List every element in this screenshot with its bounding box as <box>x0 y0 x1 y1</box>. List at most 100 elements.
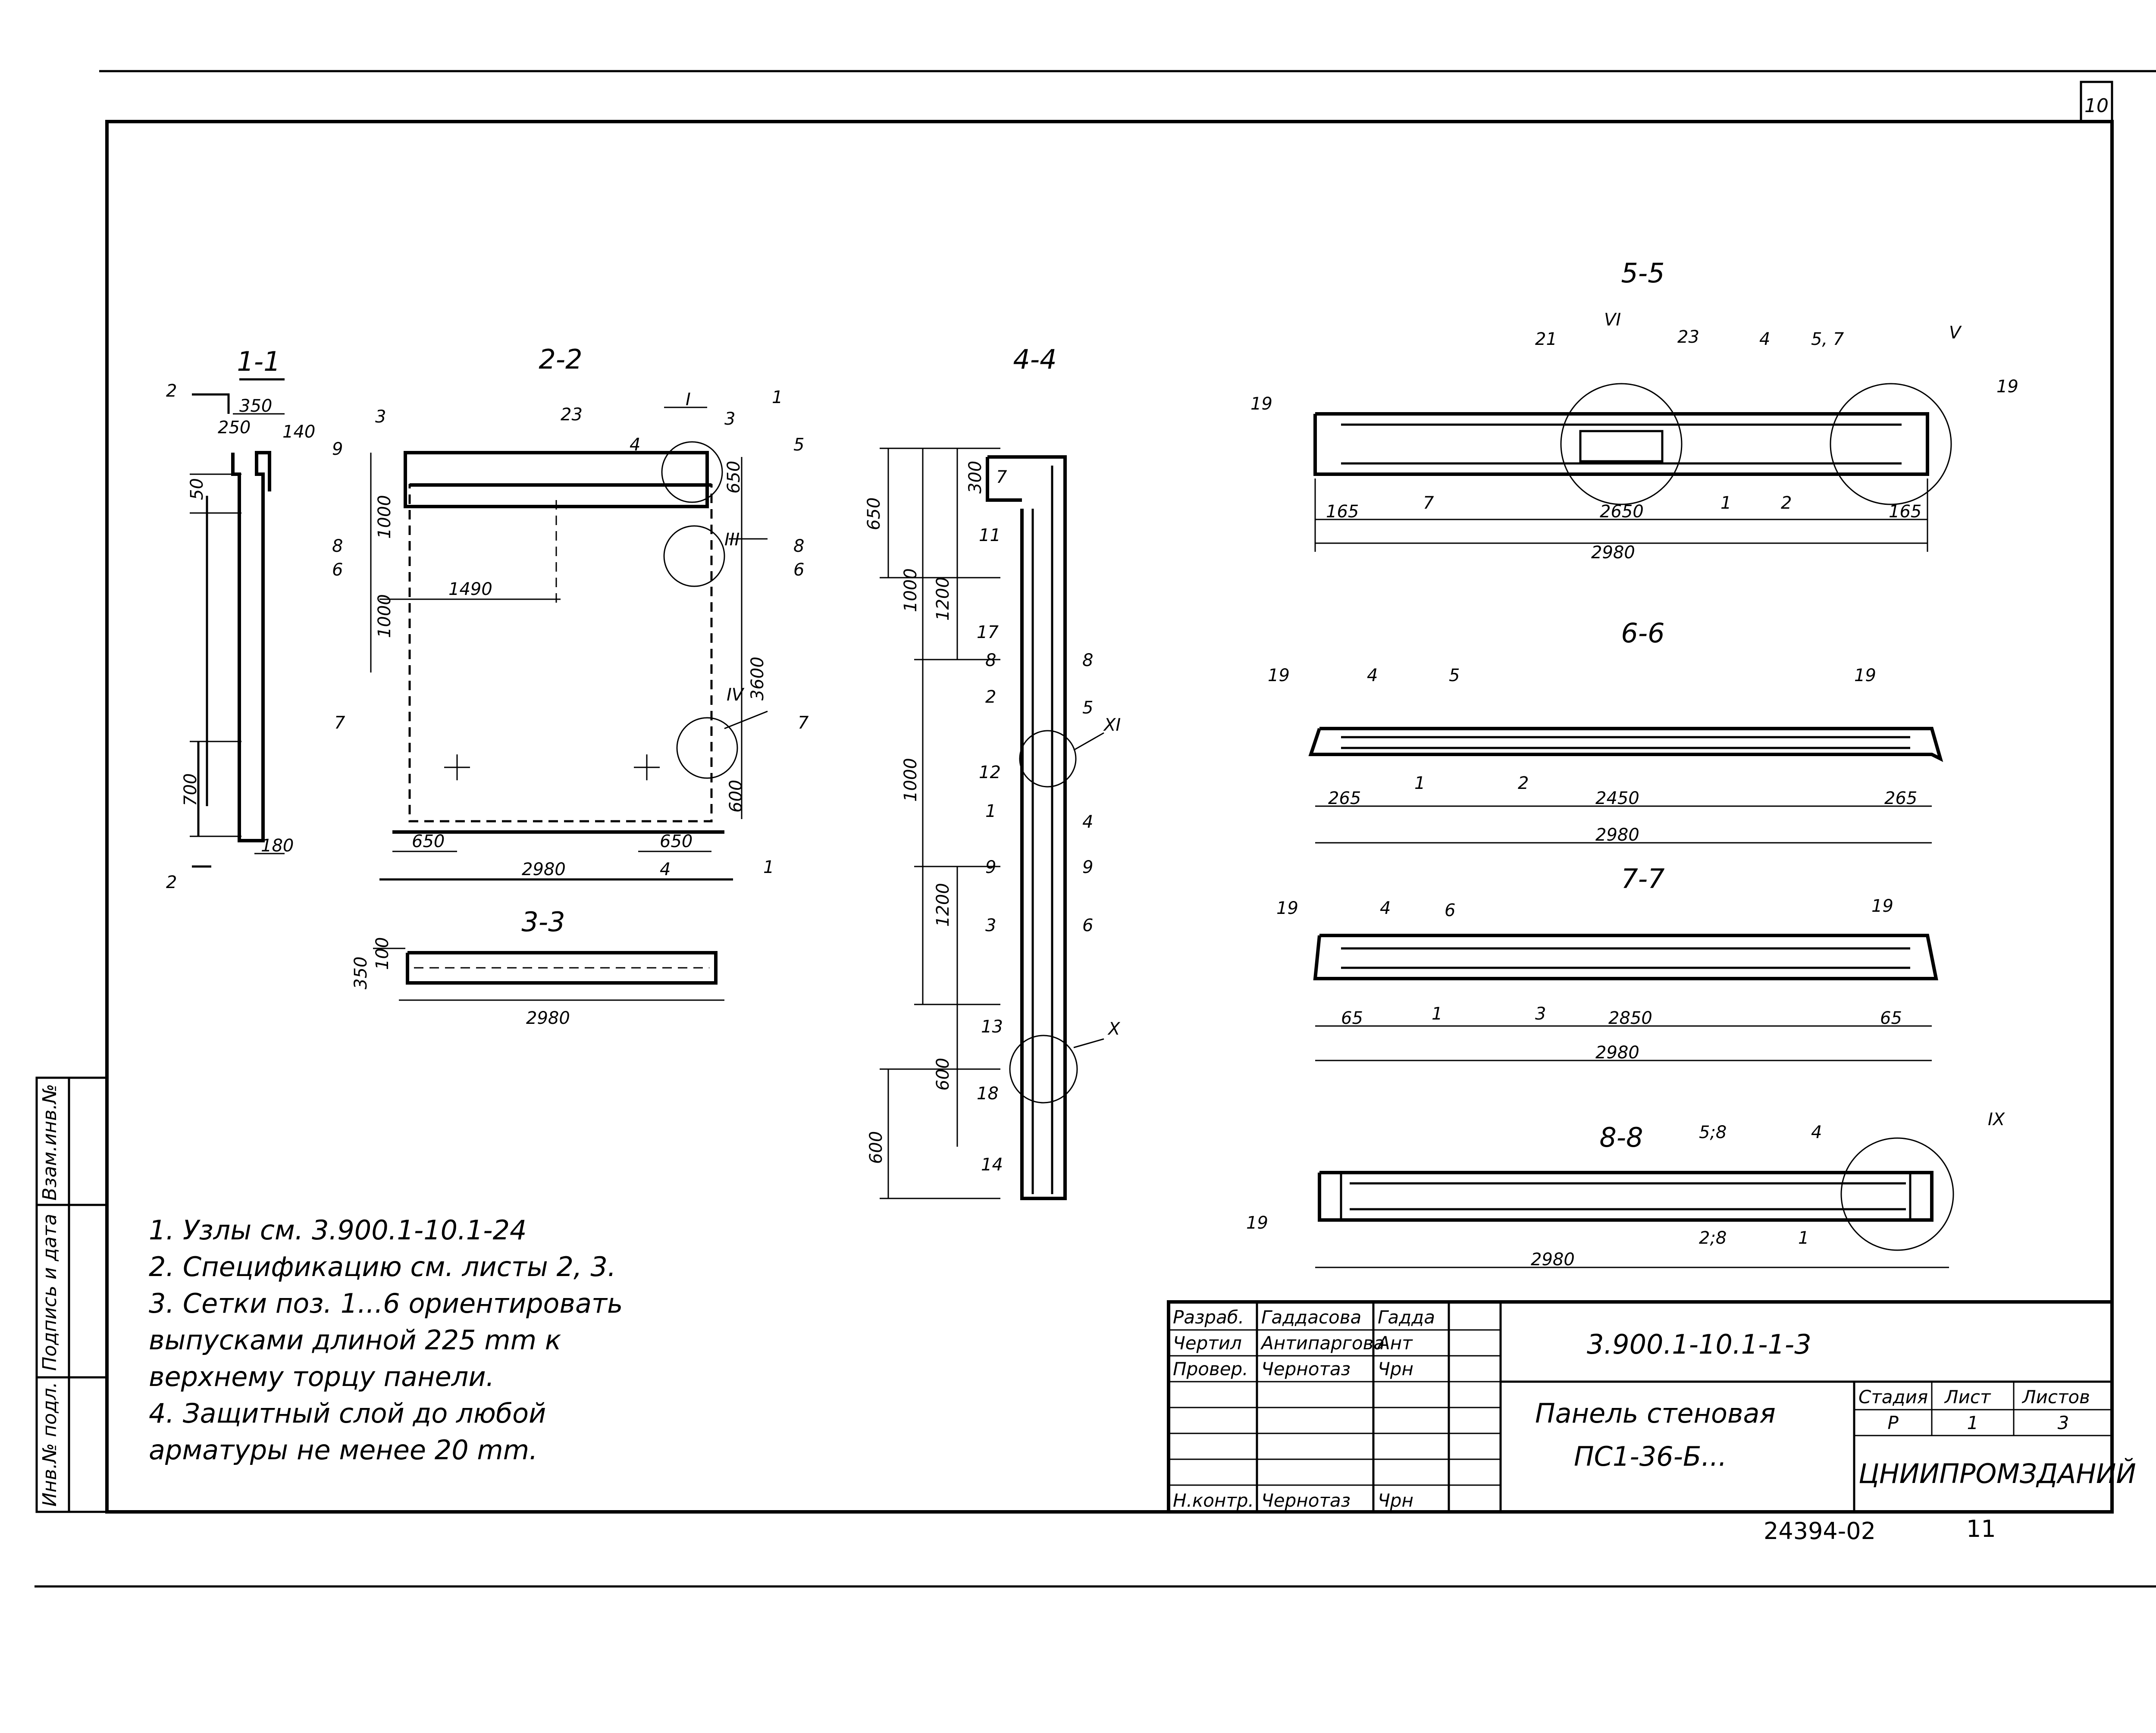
cut-mark-bottom: 2 <box>166 873 177 892</box>
dim-600: 600 <box>726 780 746 813</box>
pos-14: 14 <box>981 1155 1003 1175</box>
cut-7-right: 7 <box>798 713 809 733</box>
note-line-1: 1. Узлы см. 3.900.1-10.1-24 <box>149 1214 527 1246</box>
section-5-5 <box>1313 383 1952 552</box>
section-title-6-6: 6-6 <box>1621 617 1664 649</box>
section-title-4-4: 4-4 <box>1013 344 1056 375</box>
tb-stage-hdr: Стадия <box>1858 1386 1928 1408</box>
pos-17: 17 <box>977 623 999 642</box>
tb-name-1: Гаддасова <box>1261 1307 1361 1328</box>
general-notes: 1. Узлы см. 3.900.1-10.1-24 2. Специфика… <box>149 1214 623 1466</box>
node-IX: IX <box>1988 1110 2006 1129</box>
dim-650-44: 650 <box>864 497 884 530</box>
pos-9-a: 9 <box>985 857 996 877</box>
section-1-1 <box>190 378 285 868</box>
cut-1-top: 1 <box>772 388 783 407</box>
tb-role-3: Провер. <box>1173 1358 1248 1380</box>
dim-50: 50 <box>187 478 207 500</box>
pos-19-88: 19 <box>1246 1213 1268 1233</box>
pos-21: 21 <box>1535 329 1557 349</box>
pos-1-66: 1 <box>1414 773 1425 793</box>
dim-1000-b-44: 1000 <box>901 758 921 802</box>
pos-19-55-b: 19 <box>1996 377 2018 397</box>
pos-4-44: 4 <box>1082 812 1093 832</box>
pos-7-55: 7 <box>1423 493 1434 513</box>
page-frame <box>34 70 2156 1588</box>
cut-4-top: 4 <box>630 435 640 455</box>
pos-2-66: 2 <box>1518 773 1529 793</box>
tb-sign-1: Гадда <box>1378 1307 1435 1328</box>
pos-19-55-a: 19 <box>1250 394 1272 414</box>
dim-250: 250 <box>218 418 251 438</box>
pos-7-44: 7 <box>996 467 1007 487</box>
section-4-4 <box>880 447 1104 1200</box>
cut-5: 5 <box>793 435 804 455</box>
dim-265-a: 265 <box>1328 788 1361 808</box>
cut-9: 9 <box>332 439 343 459</box>
node-VI: VI <box>1604 310 1621 330</box>
section-7-7 <box>1313 934 1938 1061</box>
dim-65-a: 65 <box>1341 1008 1363 1028</box>
tb-designation: 3.900.1-10.1-1-3 <box>1587 1329 1811 1360</box>
dim-1200-b-44: 1200 <box>933 883 953 927</box>
cut-3-right: 3 <box>724 409 735 429</box>
dim-650-left: 650 <box>412 832 445 851</box>
dim-265-b: 265 <box>1884 788 1917 808</box>
dim-3600: 3600 <box>748 657 768 701</box>
pos-5-66: 5 <box>1449 666 1460 685</box>
node-IV: IV <box>727 685 745 705</box>
pos-4-66: 4 <box>1367 666 1378 685</box>
dim-2450: 2450 <box>1595 788 1639 808</box>
tb-sheets-val: 3 <box>2058 1412 2069 1433</box>
node-X: X <box>1107 1019 1121 1039</box>
dim-2980-77: 2980 <box>1595 1043 1639 1063</box>
dim-600-b-44: 600 <box>866 1131 886 1164</box>
tb-name-2: Антипаргова <box>1260 1333 1385 1354</box>
dim-2980: 2980 <box>522 860 566 879</box>
note-line-7: арматуры не менее 20 mm. <box>149 1434 538 1466</box>
pos-4-88: 4 <box>1811 1123 1822 1142</box>
tb-role-1: Разраб. <box>1173 1307 1244 1328</box>
pos-5: 5 <box>1082 698 1093 718</box>
dim-2980-66: 2980 <box>1595 825 1639 845</box>
section-8-8 <box>1315 1137 1954 1268</box>
dim-600-a-44: 600 <box>933 1058 953 1091</box>
stamp-archive-number: 24394-02 <box>1764 1517 1876 1545</box>
dim-1000-a: 1000 <box>375 495 395 539</box>
cut-mark-top: 2 <box>166 381 177 401</box>
cut-6: 6 <box>332 560 343 580</box>
dim-100-33: 100 <box>373 937 392 970</box>
note-line-4: выпусками длиной 225 mm к <box>149 1324 561 1356</box>
section-6-6 <box>1308 727 1943 844</box>
pos-19-77-a: 19 <box>1276 898 1298 918</box>
dim-180: 180 <box>261 836 294 856</box>
side-stamp <box>35 1076 108 1513</box>
cut-4-bottom: 4 <box>660 860 671 879</box>
tb-org: ЦНИИПРОМЗДАНИЙ <box>1858 1458 2136 1489</box>
note-line-5: верхнему торцу панели. <box>149 1361 494 1392</box>
pos-23: 23 <box>561 405 583 425</box>
tb-name-3: Чернотаз <box>1261 1358 1351 1380</box>
tb-sheet-hdr: Лист <box>1944 1386 1991 1408</box>
cut-7-left: 7 <box>334 713 345 733</box>
tb-sheet-val: 1 <box>1967 1412 1979 1433</box>
stamp-sign-date: Подпись и дата <box>39 1214 61 1371</box>
section-title-5-5: 5-5 <box>1621 257 1664 289</box>
tb-sign-3: Чрн <box>1378 1358 1413 1380</box>
pos-3-44: 3 <box>985 916 996 935</box>
pos-1-77: 1 <box>1432 1004 1442 1024</box>
node-V: V <box>1949 323 1962 343</box>
tb-stage-val: Р <box>1887 1412 1899 1433</box>
tb-role-2: Чертил <box>1173 1333 1242 1354</box>
dim-2650: 2650 <box>1600 502 1644 522</box>
cut-8-right: 8 <box>793 536 804 556</box>
section-title-1-1: 1-1 <box>237 346 280 377</box>
pos-1-55: 1 <box>1720 493 1731 513</box>
cut-8: 8 <box>332 536 343 556</box>
pos-6-77: 6 <box>1445 901 1455 920</box>
pos-1-88: 1 <box>1798 1228 1809 1248</box>
dim-1200-a-44: 1200 <box>933 577 953 621</box>
pos-4-55: 4 <box>1759 329 1770 349</box>
dim-140: 140 <box>282 422 315 442</box>
